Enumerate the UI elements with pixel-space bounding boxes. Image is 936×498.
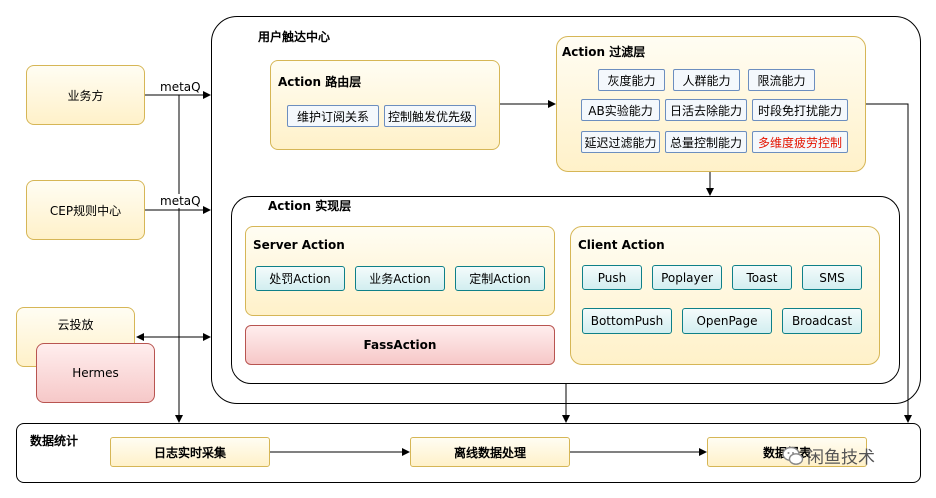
filter-item: 人群能力 bbox=[673, 69, 740, 91]
client-action-item: BottomPush bbox=[582, 308, 672, 334]
watermark-text: 闲鱼技术 bbox=[807, 448, 875, 468]
edge-filter-to-stats bbox=[866, 103, 912, 423]
stats-title: 数据统计 bbox=[30, 434, 79, 448]
filter-item: 时段免打扰能力 bbox=[752, 99, 848, 121]
client-action-item: Push bbox=[582, 265, 642, 290]
filter-item: 灰度能力 bbox=[598, 69, 665, 91]
routing-title: Action 路由层 bbox=[278, 75, 362, 89]
wechat-icon bbox=[782, 445, 804, 467]
biz-node: 业务方 bbox=[26, 65, 145, 125]
filter-title: Action 过滤层 bbox=[562, 45, 646, 59]
client-action-group bbox=[570, 226, 880, 365]
server-action-title: Server Action bbox=[253, 238, 345, 252]
filter-item: 日活去除能力 bbox=[665, 99, 747, 121]
filter-item: AB实验能力 bbox=[581, 99, 660, 121]
filter-item: 限流能力 bbox=[748, 69, 815, 91]
impl-title: Action 实现层 bbox=[268, 199, 352, 213]
user-center-title: 用户触达中心 bbox=[258, 30, 331, 44]
client-action-item: Poplayer bbox=[652, 265, 722, 290]
server-action-item: 处罚Action bbox=[255, 266, 345, 291]
stats-item: 日志实时采集 bbox=[110, 437, 270, 467]
stats-item: 离线数据处理 bbox=[410, 437, 570, 467]
routing-item: 控制触发优先级 bbox=[384, 105, 476, 127]
filter-item: 总量控制能力 bbox=[665, 131, 747, 153]
client-action-title: Client Action bbox=[578, 238, 665, 252]
server-action-item: 业务Action bbox=[355, 266, 445, 291]
filter-item-highlight: 多维度疲劳控制 bbox=[752, 131, 848, 153]
watermark: 闲鱼技术 bbox=[782, 443, 875, 468]
client-action-item: SMS bbox=[802, 265, 862, 290]
fass-action: FassAction bbox=[245, 325, 555, 365]
edge-label-metaq: metaQ bbox=[160, 194, 201, 208]
cep-node: CEP规则中心 bbox=[26, 180, 145, 240]
client-action-item: OpenPage bbox=[682, 308, 772, 334]
filter-item: 延迟过滤能力 bbox=[581, 131, 660, 153]
edge-label-metaq: metaQ bbox=[160, 80, 201, 94]
client-action-item: Toast bbox=[732, 265, 792, 290]
hermes-node: Hermes bbox=[36, 343, 155, 403]
client-action-item: Broadcast bbox=[782, 308, 862, 334]
server-action-item: 定制Action bbox=[455, 266, 545, 291]
routing-item: 维护订阅关系 bbox=[287, 105, 379, 127]
